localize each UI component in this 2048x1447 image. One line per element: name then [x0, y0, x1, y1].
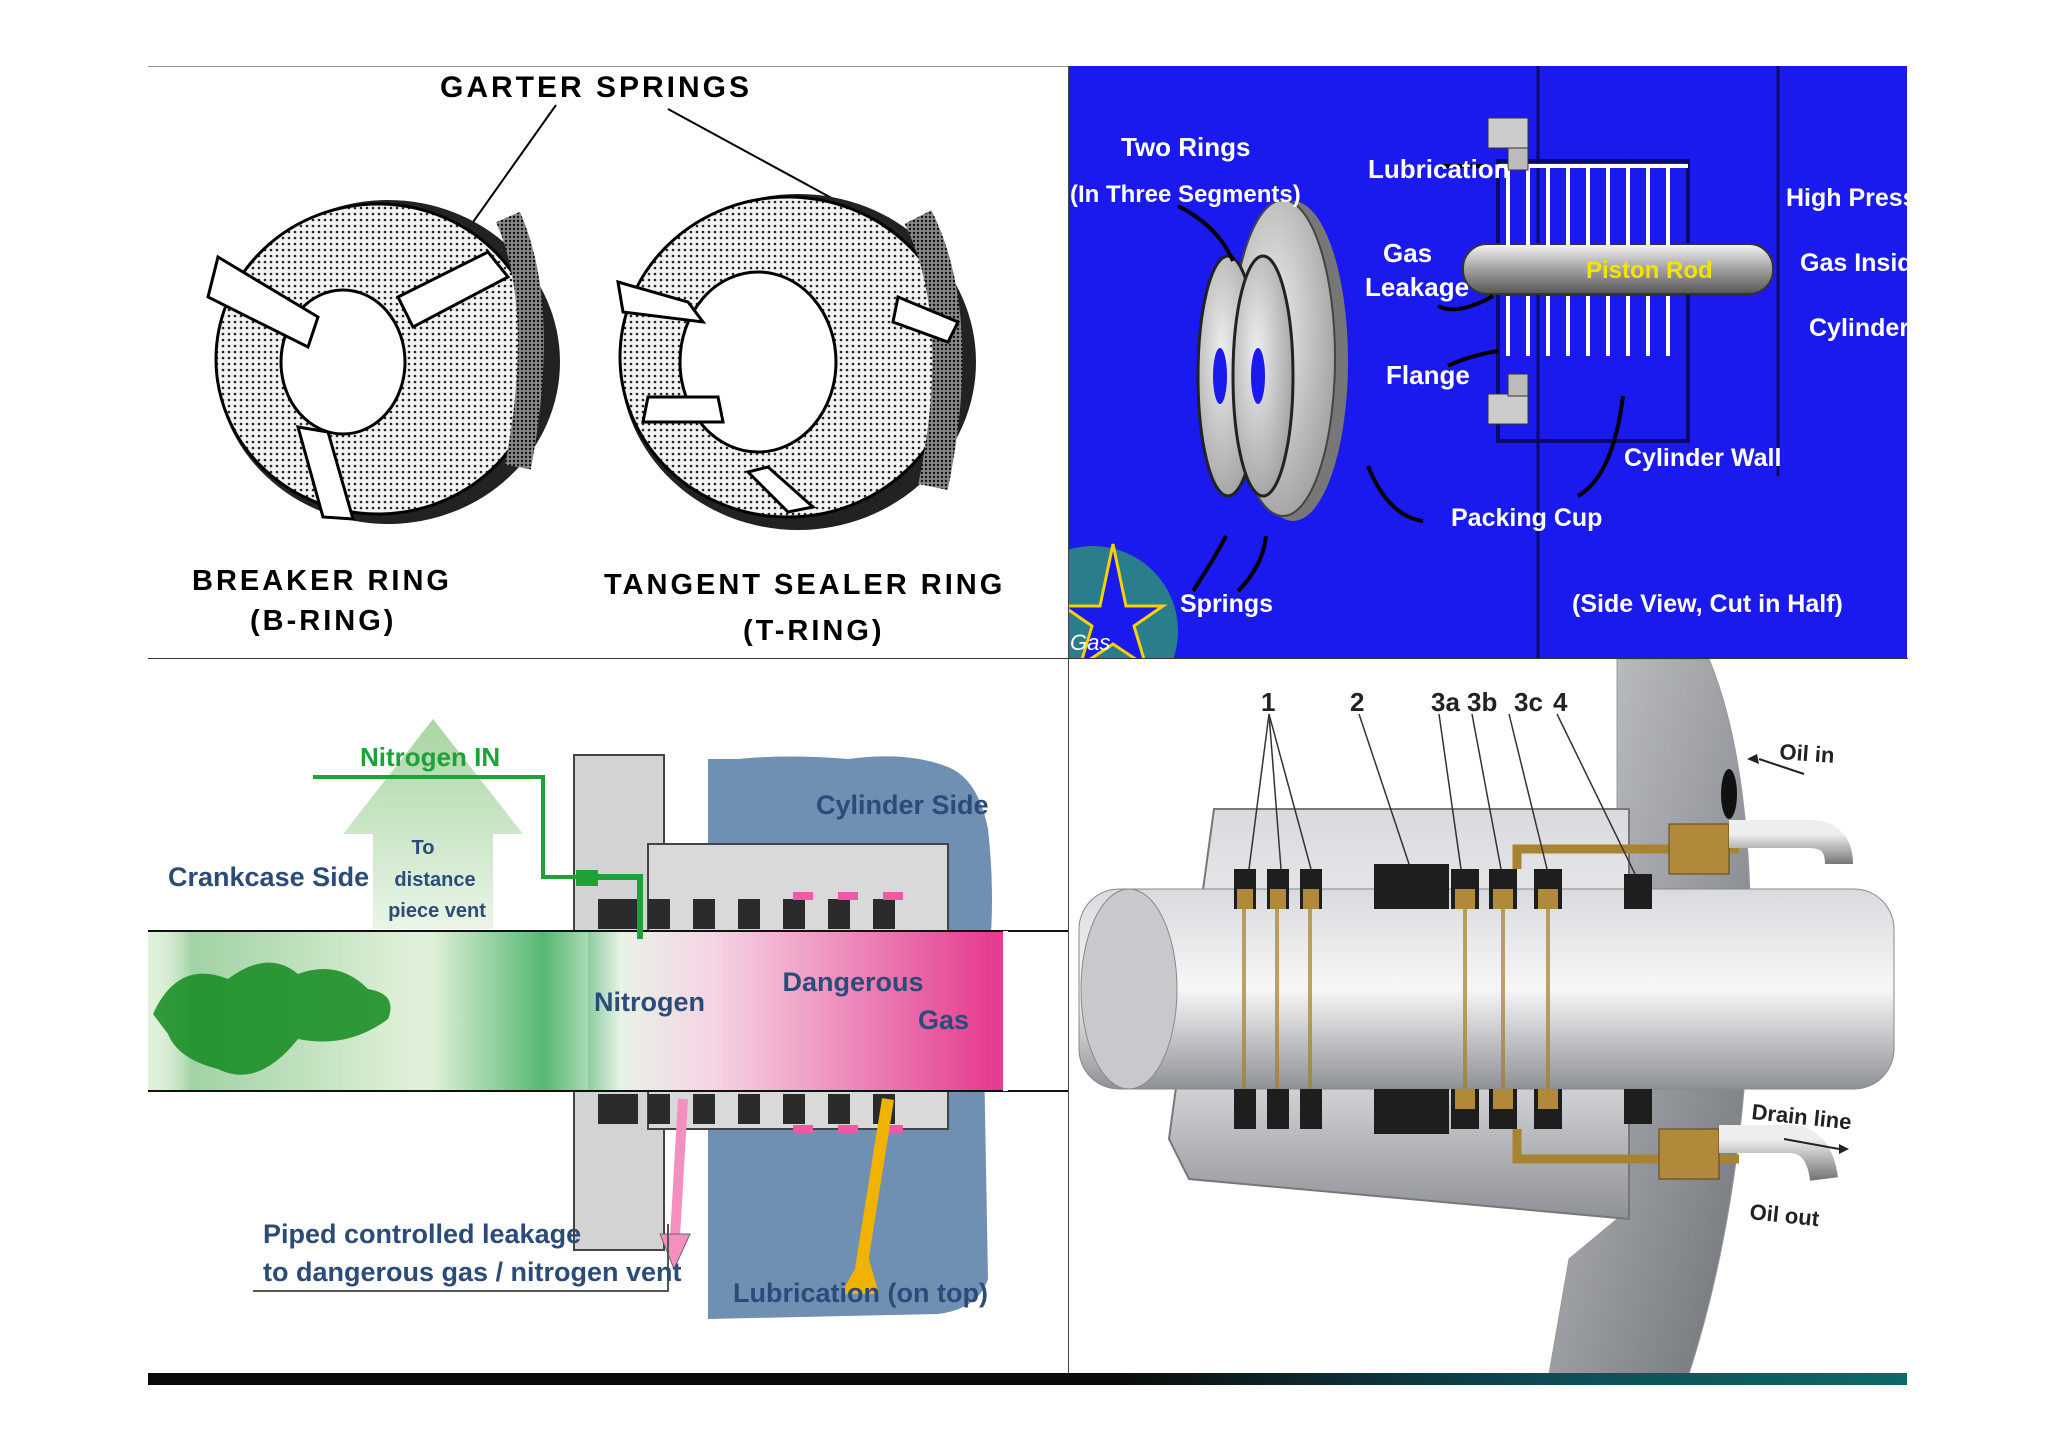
garter-springs-label: GARTER SPRINGS — [440, 71, 752, 104]
piped-leakage-label-2: to dangerous gas / nitrogen vent — [263, 1257, 682, 1287]
packing-cup-panel: Gas Two Rings (In Three Segments) Lubric… — [1068, 66, 1907, 658]
breaker-ring-drawing — [206, 200, 560, 524]
gas-label: Gas — [1383, 238, 1432, 268]
vent-up-arrow — [343, 719, 523, 929]
nitrogen-in-label: Nitrogen IN — [360, 742, 500, 772]
tangent-ring-drawing — [616, 194, 976, 530]
tangent-ring-label: TANGENT SEALER RING — [604, 569, 1005, 601]
part-label-3b: 3b — [1467, 687, 1497, 717]
packing-cup-illustration: Gas Two Rings (In Three Segments) Lubric… — [1068, 66, 1907, 658]
to-vent-label-3: piece vent — [388, 900, 486, 922]
to-vent-label-2: distance — [394, 869, 475, 891]
cylinder-label: Cylinder — [1809, 314, 1907, 342]
part-label-3c: 3c — [1514, 687, 1543, 717]
packing-cup-label: Packing Cup — [1451, 504, 1602, 532]
breaker-ring-label: BREAKER RING — [192, 565, 452, 597]
to-vent-label-1: To — [412, 837, 435, 859]
oil-out-label: Oil out — [1748, 1199, 1821, 1231]
garter-rings-illustration: GARTER SPRINGS BREAKER RING (B-RING) TAN — [192, 71, 1005, 647]
ring-discs — [1196, 199, 1348, 521]
high-pressure-label: High Pressure — [1786, 184, 1907, 212]
gas-inside-label: Gas Inside — [1800, 249, 1907, 277]
nitrogen-purge-panel: Nitrogen IN To distance piece vent Crank… — [148, 658, 1068, 1374]
cylinder-side-label: Cylinder Side — [816, 790, 989, 820]
packing-case-cutaway-illustration: 1 2 3a 3b 3c 4 Oil in Drain line Oil out — [1078, 659, 1895, 1374]
part-label-3a: 3a — [1431, 687, 1460, 717]
panel-divider — [1068, 66, 1069, 1373]
breaker-ring-sublabel: (B-RING) — [250, 605, 396, 637]
lubrication-label: Lubrication — [1368, 154, 1510, 184]
packing-case-cutaway-panel: 1 2 3a 3b 3c 4 Oil in Drain line Oil out — [1068, 658, 1908, 1374]
oil-in-label: Oil in — [1779, 739, 1836, 768]
lubrication-on-top-label: Lubrication (on top) — [733, 1278, 988, 1308]
springs-label: Springs — [1180, 590, 1273, 618]
cylinder-wall-label: Cylinder Wall — [1624, 444, 1781, 472]
piston-rod-label: Piston Rod — [1586, 257, 1713, 284]
piped-leakage-label-1: Piped controlled leakage — [263, 1219, 581, 1249]
nitrogen-label: Nitrogen — [594, 987, 705, 1017]
part-label-2: 2 — [1350, 687, 1364, 717]
two-rings-label: Two Rings — [1121, 132, 1251, 162]
two-rings-sublabel: (In Three Segments) — [1070, 181, 1301, 208]
part-label-4: 4 — [1553, 687, 1568, 717]
gas-logo: Gas — [1068, 543, 1178, 658]
dangerous-label-1: Dangerous — [782, 967, 923, 997]
flange-label: Flange — [1386, 360, 1470, 390]
leakage-label: Leakage — [1365, 272, 1469, 302]
crankcase-side-label: Crankcase Side — [168, 862, 369, 892]
gas-logo-text: Gas — [1070, 630, 1110, 655]
dangerous-label-2: Gas — [918, 1005, 969, 1035]
nitrogen-purge-illustration: Nitrogen IN To distance piece vent Crank… — [148, 719, 1068, 1319]
bottom-bar — [148, 1373, 1907, 1385]
part-label-1: 1 — [1261, 687, 1275, 717]
side-view-label: (Side View, Cut in Half) — [1572, 590, 1843, 618]
garter-rings-panel: GARTER SPRINGS BREAKER RING (B-RING) TAN — [148, 66, 1068, 659]
piston-rod-schematic — [1462, 66, 1780, 658]
tangent-ring-sublabel: (T-RING) — [743, 615, 885, 647]
